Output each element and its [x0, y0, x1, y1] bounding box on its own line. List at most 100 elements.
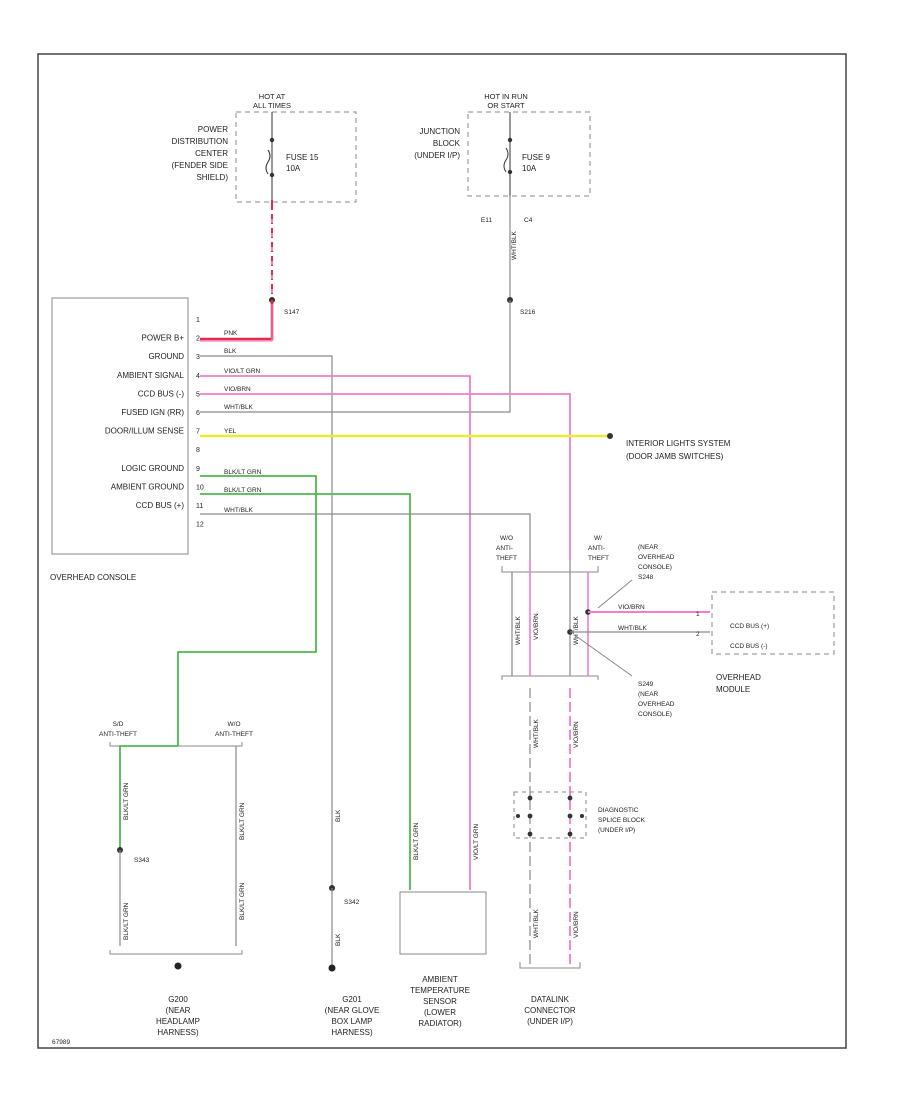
console-pin-number: 9	[196, 466, 200, 473]
s249-note-2: (NEAR	[638, 691, 659, 698]
diag-splice-box	[513, 791, 587, 839]
overhead-module-box	[711, 591, 835, 655]
console-pin-number: 11	[196, 503, 203, 510]
s248-note-4: S248	[638, 574, 654, 581]
wht-blk-label: WHT/BLK	[224, 404, 254, 411]
console-pin-number: 6	[196, 410, 200, 417]
pin6-fused-ign-wire	[200, 300, 511, 413]
pin9-logic-ground-wire	[177, 475, 317, 736]
fuse15-label-2: 10A	[286, 164, 301, 173]
overhead-module-label-2: MODULE	[716, 685, 750, 694]
jb-label-2: BLOCK	[433, 139, 461, 148]
pdc-label-1: POWER	[198, 125, 228, 134]
s342-label: S342	[344, 899, 360, 906]
left-blk-lt-grn-label-b: BLK/LT GRN	[239, 802, 246, 840]
console-pin-number: 12	[196, 522, 204, 529]
s249-note-1: S249	[638, 681, 654, 688]
s248-note-3: CONSOLE)	[638, 564, 672, 571]
console-pin-number: 8	[196, 447, 200, 454]
overhead-console-box	[51, 297, 189, 555]
interior-lights-label-2: (DOOR JAMB SWITCHES)	[626, 452, 724, 461]
datalink-wht-blk-label: WHT/BLK	[533, 718, 540, 748]
s248-note-1: (NEAR	[638, 544, 659, 551]
fuse15-terminal	[269, 137, 275, 143]
wht-blk-label-b: WHT/BLK	[224, 507, 254, 514]
blk-vertical-label-2: BLK	[335, 933, 342, 946]
module-wht-blk-label: WHT/BLK	[618, 625, 648, 632]
pnk-wire-label: PNK	[224, 330, 238, 337]
console-pin-number: 7	[196, 429, 200, 436]
interior-lights-label-1: INTERIOR LIGHTS SYSTEM	[626, 439, 731, 448]
blk-lt-grn-vertical-label: BLK/LT GRN	[413, 822, 420, 860]
console-pin-label: LOGIC GROUND	[121, 464, 184, 473]
jb-label-3: (UNDER I/P)	[414, 151, 460, 160]
overhead-module-label-1: OVERHEAD	[716, 673, 761, 682]
console-pin-number: 10	[196, 484, 204, 491]
anti-theft-connector-left: S/D ANTI-THEFT W/O ANTI-THEFT BLK/LT GRN…	[99, 721, 253, 1037]
right-a-label-3: THEFT	[496, 555, 517, 562]
ambient-sensor-label-4: (LOWER	[424, 1008, 456, 1017]
g200-ground	[174, 962, 182, 970]
s343-label: S343	[134, 857, 150, 864]
g201-ground-location: G201 (NEAR GLOVE BOX LAMP HARNESS)	[325, 995, 380, 1037]
console-pin-number: 5	[196, 391, 200, 398]
left-blk-lt-grn-label-c: BLK/LT GRN	[239, 882, 246, 920]
pin3-ground-wire	[200, 355, 333, 888]
hot-in-run-label-1: HOT IN RUN	[484, 92, 528, 101]
g201-label-3: BOX LAMP	[332, 1017, 373, 1026]
fuse9-label-1: FUSE 9	[522, 153, 551, 162]
blk-label: BLK	[224, 348, 237, 355]
left-a-label-2: ANTI-THEFT	[99, 731, 137, 738]
g200-label-2: (NEAR	[166, 1006, 191, 1015]
s216-label: S216	[520, 309, 536, 316]
console-pin-number: 4	[196, 373, 200, 380]
module-vio-brn-label: VIO/BRN	[618, 604, 645, 611]
left-logic-ground-wire	[119, 745, 178, 850]
fuse15-label-1: FUSE 15	[286, 153, 319, 162]
console-pin-label: CCD BUS (+)	[136, 501, 185, 510]
module-pin-2: 2	[696, 631, 700, 638]
datalink-label-3: (UNDER I/P)	[527, 1017, 573, 1026]
module-pin-1: 1	[696, 611, 700, 618]
hot-at-all-times-label-1: HOT AT	[259, 92, 286, 101]
datalink-vio-brn-label: VIO/BRN	[573, 721, 580, 748]
blk-lt-grn-label-b: BLK/LT GRN	[224, 487, 262, 494]
yel-label: YEL	[224, 428, 237, 435]
right-b-label-2: ANTI-	[588, 545, 605, 552]
ambient-sensor-label-5: RADIATOR)	[418, 1019, 462, 1028]
g201-label-1: G201	[342, 995, 362, 1004]
diagram-frame	[37, 53, 847, 1049]
pdc-label-3: CENTER	[195, 149, 228, 158]
ambient-sensor-box	[399, 891, 487, 955]
s249-note-4: CONSOLE)	[638, 711, 672, 718]
pin5-ccd-minus-wire	[200, 393, 571, 560]
left-b-label-1: W/O	[228, 721, 241, 728]
ambient-sensor-label-1: AMBIENT	[422, 975, 458, 984]
ambient-temperature-sensor: AMBIENT TEMPERATURE SENSOR (LOWER RADIAT…	[399, 891, 487, 1028]
e11-label: E11	[481, 217, 492, 224]
console-pin-label: AMBIENT GROUND	[111, 482, 184, 491]
vio-brn-label: VIO/BRN	[224, 386, 251, 393]
right-vio-brn-label: VIO/BRN	[533, 613, 540, 640]
datalink-label-2: CONNECTOR	[524, 1006, 576, 1015]
vio-lt-grn-label: VIO/LT GRN	[224, 368, 261, 375]
left-blk-lt-grn-label: BLK/LT GRN	[123, 782, 130, 820]
datalink-wht-blk-label-2: WHT/BLK	[533, 908, 540, 938]
console-pin-label: AMBIENT SIGNAL	[117, 371, 185, 380]
g201-ground	[328, 964, 336, 972]
s249-note-3: OVERHEAD	[638, 701, 675, 708]
right-wht-blk-label: WHT/BLK	[515, 615, 522, 645]
console-pin-number: 2	[196, 336, 200, 343]
console-pin-label: POWER B+	[142, 334, 185, 343]
console-pin-label: DOOR/ILLUM SENSE	[105, 427, 184, 436]
g200-label-3: HEADLAMP	[156, 1017, 200, 1026]
pin11-ccd-plus-wire	[200, 513, 531, 560]
blk-lt-grn-label-a: BLK/LT GRN	[224, 469, 262, 476]
right-a-label-1: W/O	[500, 535, 513, 542]
diag-splice-label-1: DIAGNOSTIC	[598, 807, 639, 814]
console-pin-label: FUSED IGN (RR)	[121, 408, 184, 417]
diagram-code: 67989	[52, 1039, 70, 1046]
left-blk-lt-grn-label-d: BLK/LT GRN	[123, 902, 130, 940]
junction-block: HOT IN RUN OR START JUNCTION BLOCK (UNDE…	[414, 92, 591, 224]
